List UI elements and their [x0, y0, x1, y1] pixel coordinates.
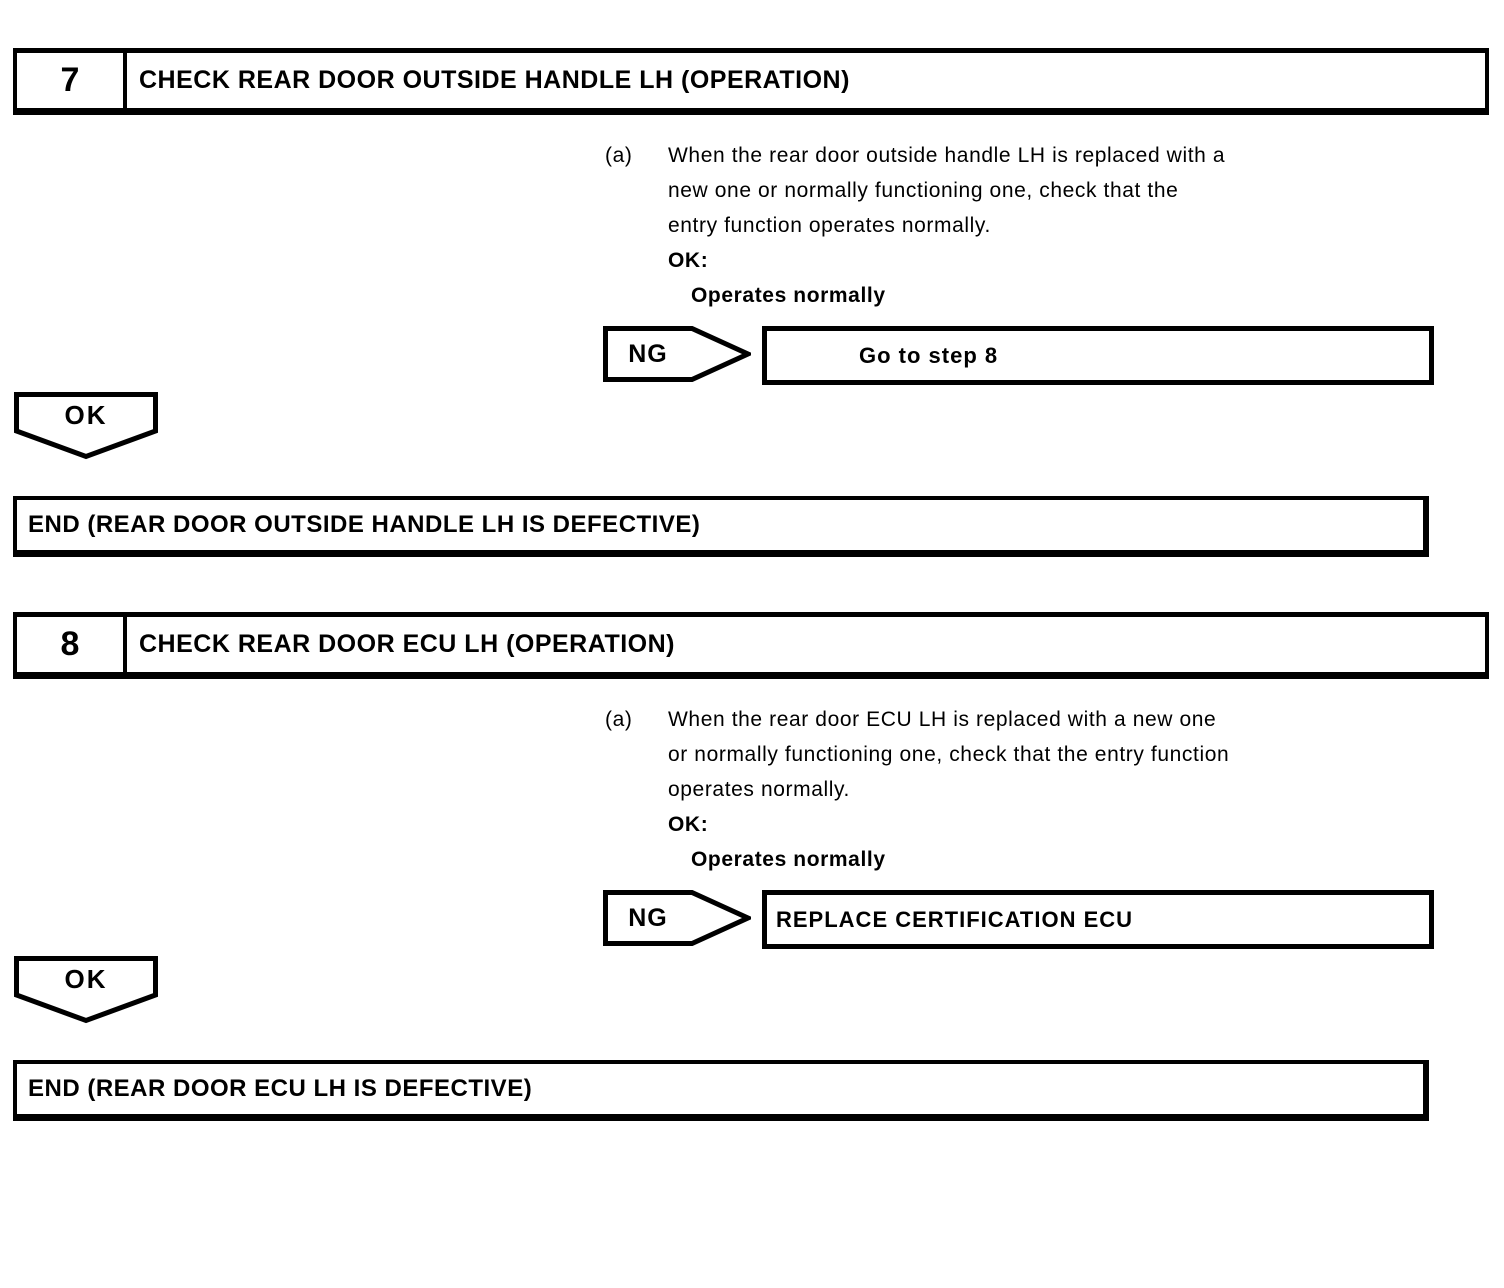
instruction-block: (a) When the rear door ECU LH is replace… — [605, 702, 1229, 877]
ok-branch-label: OK — [64, 964, 108, 994]
ok-condition-label: OK: — [668, 813, 709, 836]
ok-branch-label: OK — [64, 400, 108, 430]
step-number: 8 — [17, 617, 127, 672]
ok-condition-criteria: Operates normally — [691, 848, 886, 871]
instruction-line: When the rear door ECU LH is replaced wi… — [668, 708, 1217, 731]
instruction-line: operates normally. — [668, 778, 850, 801]
ok-arrow-icon — [14, 956, 158, 1024]
diagnostic-step-7: 7 CHECK REAR DOOR OUTSIDE HANDLE LH (OPE… — [0, 48, 1504, 560]
end-result-box: END (REAR DOOR OUTSIDE HANDLE LH IS DEFE… — [13, 496, 1429, 557]
instruction-line: When the rear door outside handle LH is … — [668, 144, 1226, 167]
list-item-label: (a) — [605, 708, 633, 731]
instruction-text: When the rear door outside handle LH is … — [668, 138, 1225, 313]
end-result-box: END (REAR DOOR ECU LH IS DEFECTIVE) — [13, 1060, 1429, 1121]
diagnostic-step-8: 8 CHECK REAR DOOR ECU LH (OPERATION) (a)… — [0, 612, 1504, 1124]
step-header: 7 CHECK REAR DOOR OUTSIDE HANDLE LH (OPE… — [13, 48, 1489, 115]
step-number: 7 — [17, 53, 127, 108]
step-title: CHECK REAR DOOR ECU LH (OPERATION) — [139, 630, 675, 658]
instruction-line: new one or normally functioning one, che… — [668, 179, 1179, 202]
ng-result-box: Go to step 8 — [762, 326, 1434, 385]
list-item-label: (a) — [605, 144, 633, 167]
ng-result-box: REPLACE CERTIFICATION ECU — [762, 890, 1434, 949]
ok-condition-label: OK: — [668, 249, 709, 272]
ng-arrow-icon — [603, 326, 751, 382]
ng-arrow-icon — [603, 890, 751, 946]
ok-condition-criteria: Operates normally — [691, 284, 886, 307]
ng-branch-label: NG — [628, 904, 668, 932]
step-header: 8 CHECK REAR DOOR ECU LH (OPERATION) — [13, 612, 1489, 679]
ok-arrow-icon — [14, 392, 158, 460]
instruction-block: (a) When the rear door outside handle LH… — [605, 138, 1225, 313]
instruction-line: entry function operates normally. — [668, 214, 991, 237]
instruction-text: When the rear door ECU LH is replaced wi… — [668, 702, 1229, 877]
step-title: CHECK REAR DOOR OUTSIDE HANDLE LH (OPERA… — [139, 66, 850, 94]
instruction-line: or normally functioning one, check that … — [668, 743, 1230, 766]
ng-branch-label: NG — [628, 340, 668, 368]
